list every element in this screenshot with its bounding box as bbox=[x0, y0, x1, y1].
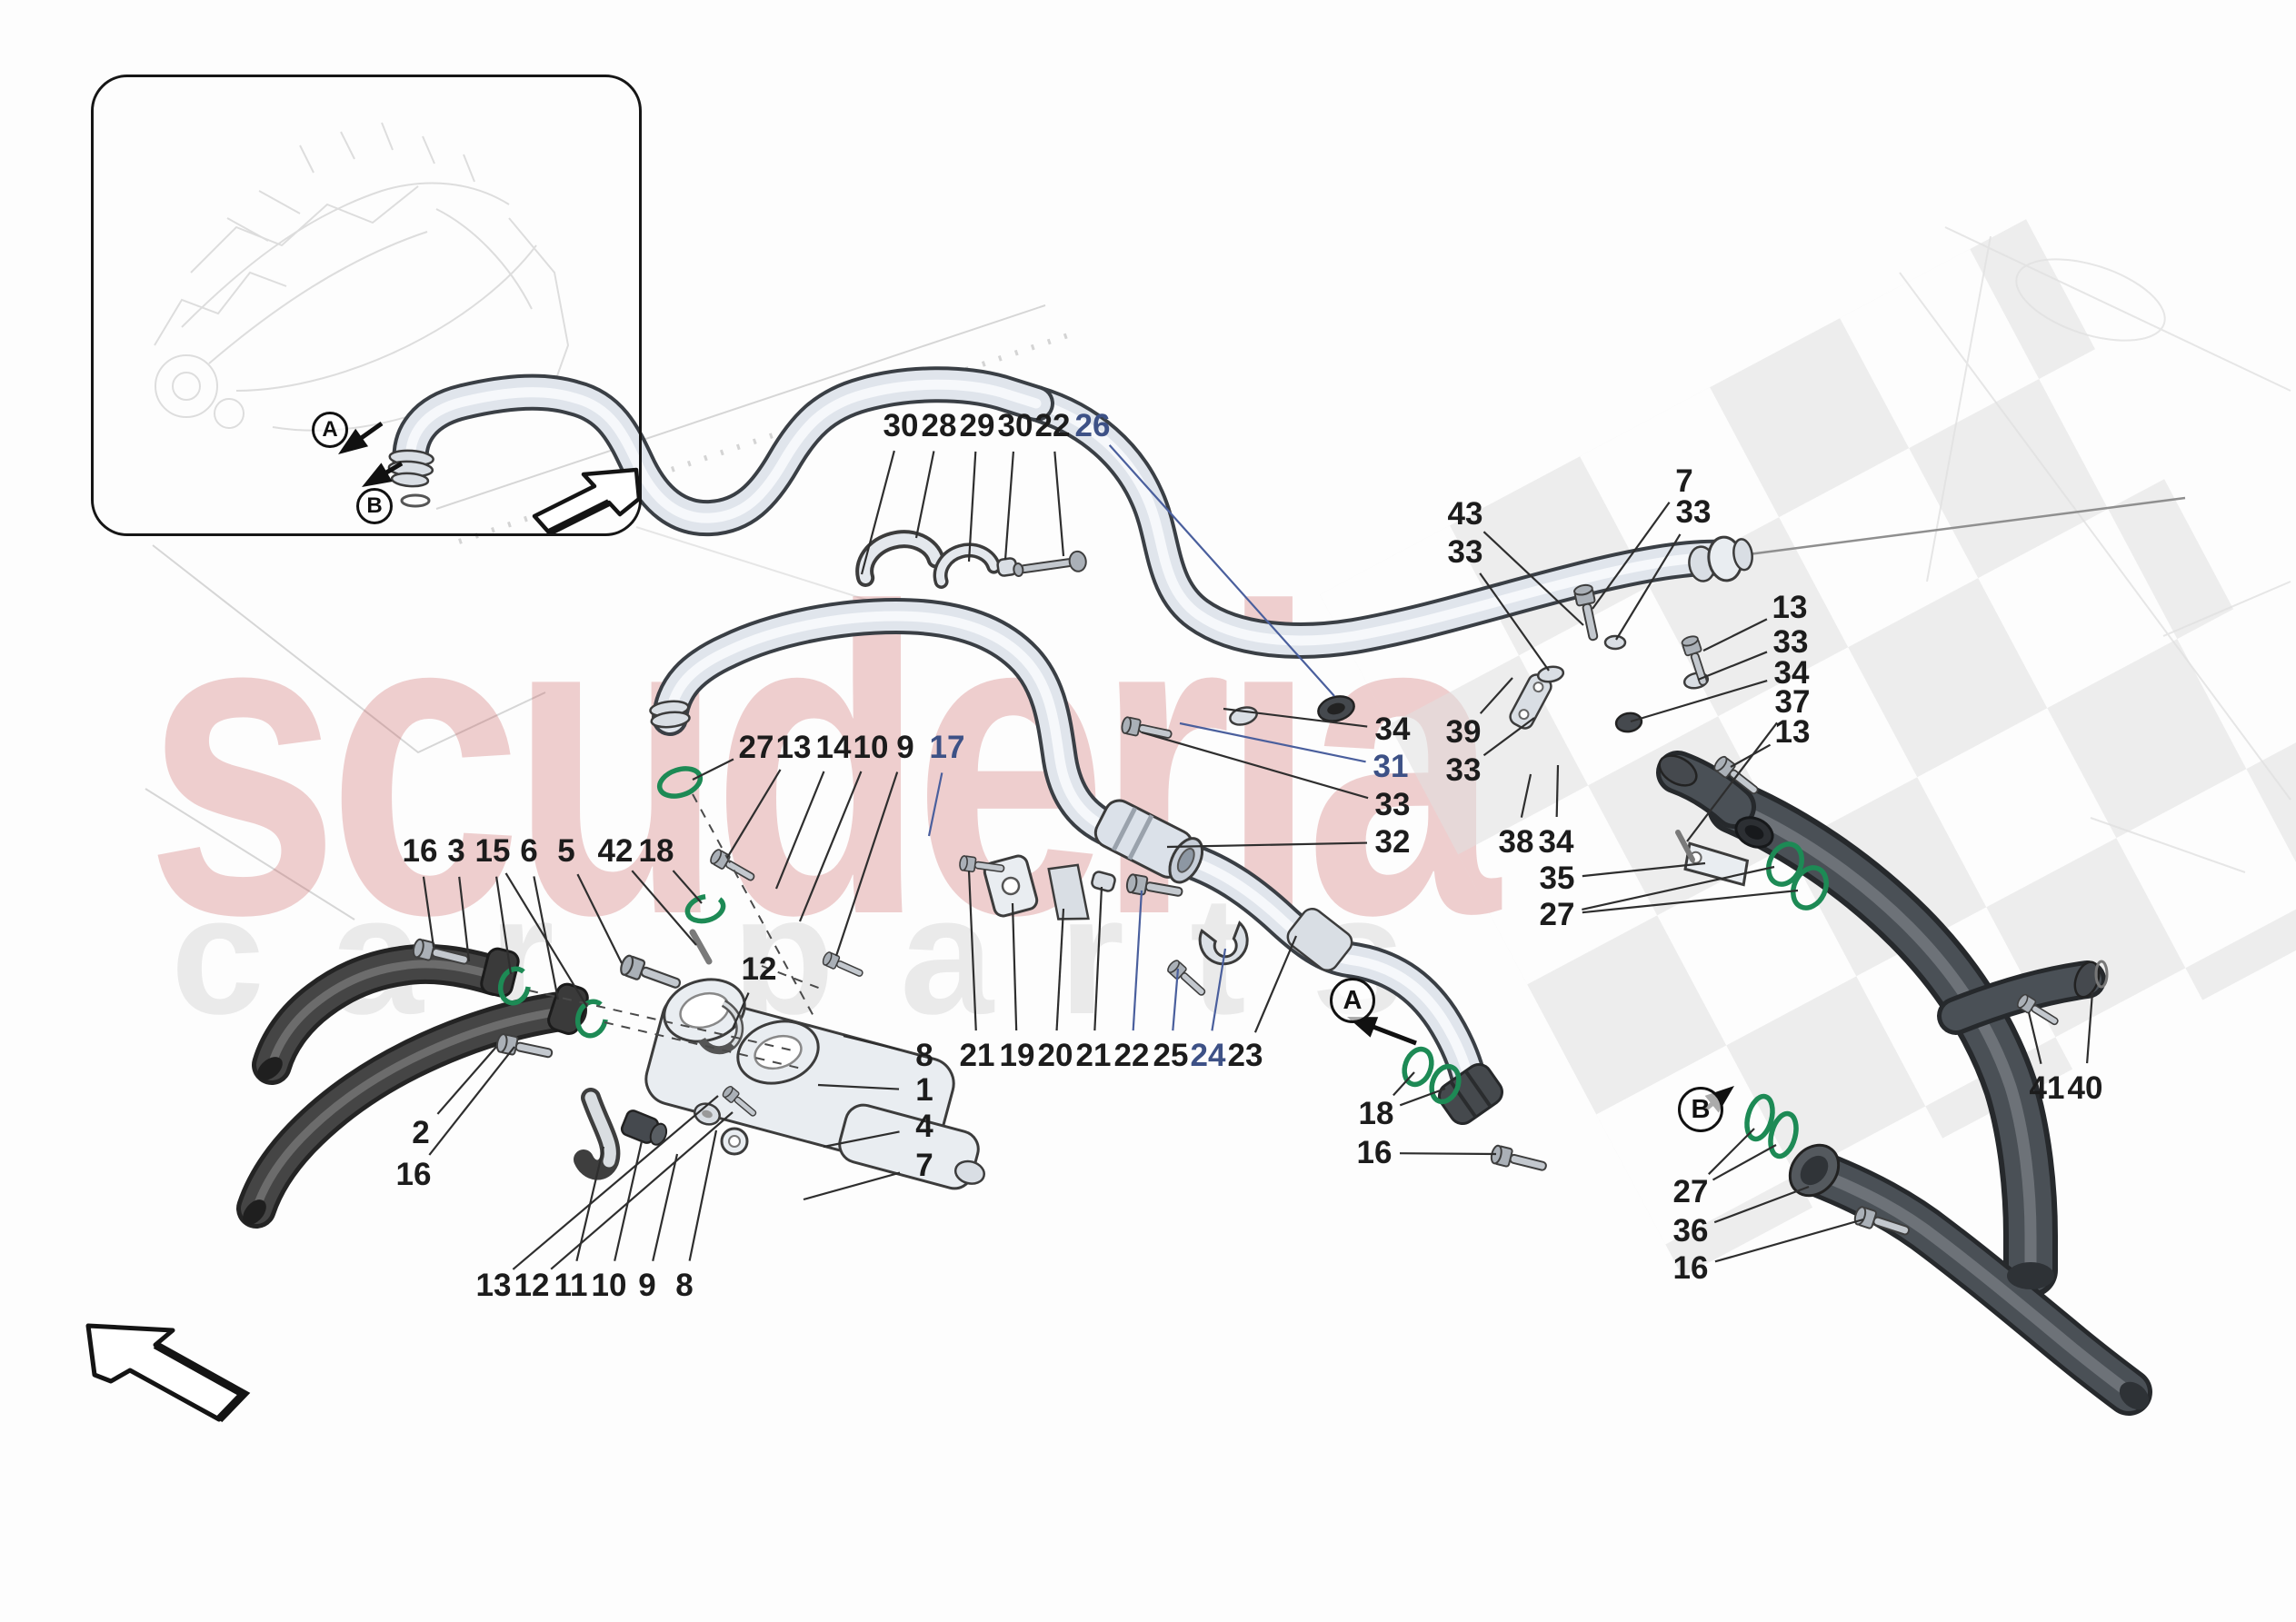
bushing bbox=[694, 1102, 721, 1126]
leader-line bbox=[1393, 1071, 1415, 1097]
part-label-22: 22 bbox=[1034, 408, 1071, 443]
watermark-subtitle: car parts bbox=[171, 862, 1471, 1050]
part-label-26: 26 bbox=[1074, 408, 1111, 443]
checkered-flag-watermark bbox=[1319, 219, 2296, 1277]
part-label-11: 11 bbox=[554, 1268, 588, 1303]
part-label-30: 30 bbox=[883, 408, 919, 443]
leader-line bbox=[1399, 1087, 1446, 1107]
temperature-sensor bbox=[620, 1110, 668, 1146]
part-label-29: 29 bbox=[959, 408, 995, 443]
part-label-12: 12 bbox=[514, 1268, 550, 1303]
leader-line bbox=[688, 1129, 718, 1261]
leader-line bbox=[817, 1083, 900, 1090]
engine-location-inset bbox=[91, 75, 642, 536]
part-label-16: 16 bbox=[395, 1157, 432, 1192]
part-label-16: 16 bbox=[1356, 1135, 1393, 1170]
part-label-4: 4 bbox=[915, 1109, 933, 1144]
leader-line bbox=[614, 1140, 644, 1261]
leader-line bbox=[436, 1046, 497, 1115]
leader-line bbox=[575, 1146, 605, 1261]
part-label-7: 7 bbox=[915, 1148, 933, 1183]
leader-line bbox=[428, 1046, 515, 1156]
leader-line bbox=[823, 1130, 900, 1149]
leader-line bbox=[550, 1111, 734, 1270]
direction-outline-arrow-bottom-left bbox=[85, 1323, 251, 1423]
part-label-18: 18 bbox=[1358, 1096, 1394, 1131]
part-label-1: 1 bbox=[915, 1072, 933, 1108]
part-label-2: 2 bbox=[412, 1115, 430, 1150]
part-label-28: 28 bbox=[921, 408, 957, 443]
part-label-8: 8 bbox=[675, 1268, 694, 1303]
leader-line bbox=[1399, 1152, 1497, 1156]
part-label-9: 9 bbox=[638, 1268, 656, 1303]
pipe-end bbox=[2007, 1262, 2054, 1289]
leader-line bbox=[652, 1153, 679, 1261]
leader-line bbox=[803, 1171, 901, 1201]
part-label-10: 10 bbox=[591, 1268, 627, 1303]
pipe-end bbox=[2119, 1381, 2150, 1410]
leader-line bbox=[512, 1095, 719, 1270]
part-label-30: 30 bbox=[997, 408, 1033, 443]
part-label-13: 13 bbox=[475, 1268, 512, 1303]
blanking-cap bbox=[720, 1127, 749, 1156]
pipe-end-grommet bbox=[1438, 1062, 1503, 1126]
lever-bracket bbox=[574, 1088, 621, 1180]
part-label-40: 40 bbox=[2067, 1070, 2103, 1106]
